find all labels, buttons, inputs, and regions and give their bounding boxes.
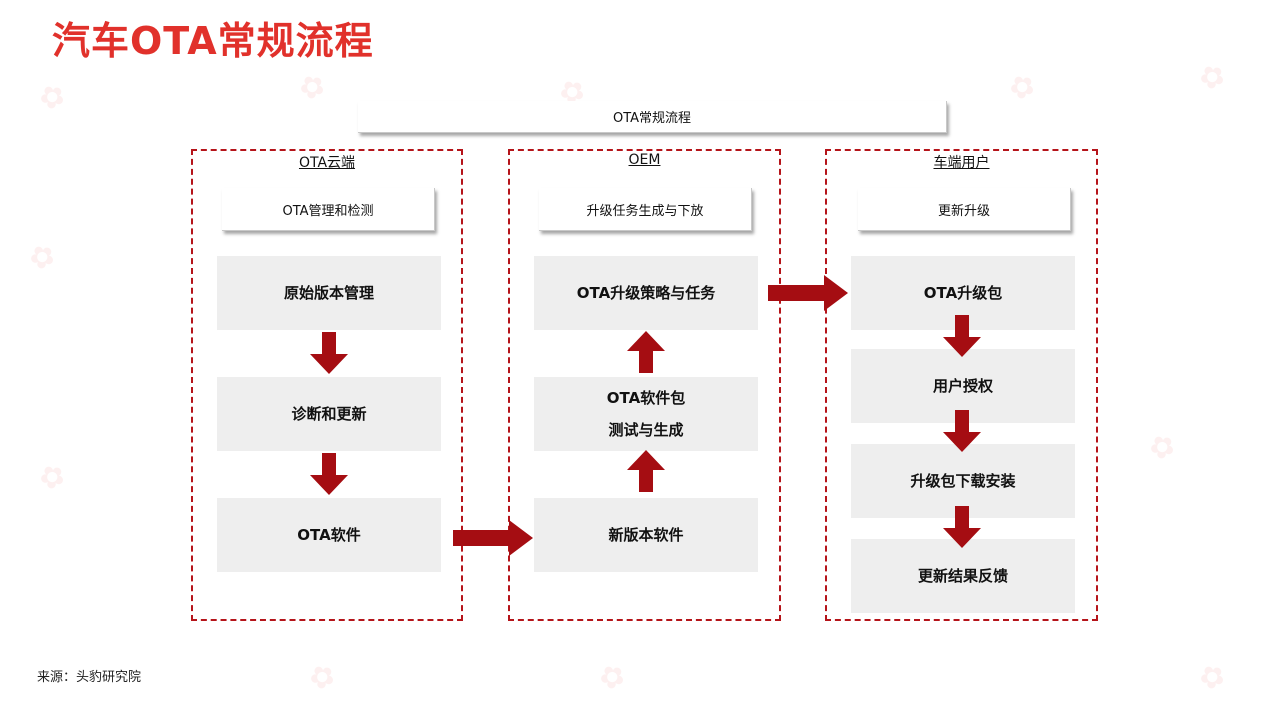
step-label: 诊断和更新 [291,405,367,423]
up-arrow-icon [627,450,665,492]
column-title: 车端用户 [933,155,990,171]
watermark-logo: ✿ [32,456,73,499]
step-label: 测试与生成 [608,421,684,439]
down-arrow-icon [310,332,348,374]
diagram-banner: OTA常规流程 [358,101,947,133]
column-title: OEM [628,152,661,168]
step-label: 升级包下载安装 [910,472,1016,490]
step-box: 新版本软件 [534,498,758,572]
down-arrow-icon [943,315,981,357]
watermark-logo: ✿ [292,66,333,109]
page-title: 汽车OTA常规流程 [52,19,374,63]
column-subhead: 更新升级 [858,188,1071,231]
watermark-logo: ✿ [1192,656,1233,699]
watermark-logo: ✿ [1192,56,1233,99]
right-arrow-icon [768,275,848,311]
step-label: OTA升级包 [923,284,1003,302]
watermark-logo: ✿ [1142,426,1183,469]
watermark-logo: ✿ [1002,66,1043,109]
step-label: OTA软件包 [606,389,686,407]
column-user: 车端用户 更新升级 OTA升级包 用户授权 升级包下载安装 更新结果反馈 [825,149,1098,621]
down-arrow-icon [943,506,981,548]
watermark-logo: ✿ [22,236,63,279]
step-label: OTA软件 [297,526,361,544]
step-box: 原始版本管理 [217,256,441,330]
right-arrow-icon [453,520,533,556]
source-note: 来源：头豹研究院 [37,670,142,685]
column-subhead: OTA管理和检测 [222,188,435,231]
step-box: OTA软件包 测试与生成 [534,377,758,451]
step-box: 升级包下载安装 [851,444,1075,518]
down-arrow-icon [943,410,981,452]
step-box: 更新结果反馈 [851,539,1075,613]
column-oem: OEM 升级任务生成与下放 OTA升级策略与任务 OTA软件包 测试与生成 新版… [508,149,781,621]
step-label: 原始版本管理 [283,284,374,302]
column-title: OTA云端 [298,155,356,171]
step-label: OTA升级策略与任务 [576,284,716,302]
column-subhead: 升级任务生成与下放 [539,188,752,231]
up-arrow-icon [627,331,665,373]
watermark-logo: ✿ [302,656,343,699]
watermark-logo: ✿ [32,76,73,119]
step-label: 新版本软件 [608,526,684,544]
down-arrow-icon [310,453,348,495]
watermark-logo: ✿ [592,656,633,699]
step-label: 用户授权 [932,377,993,395]
step-label: 更新结果反馈 [917,567,1008,585]
column-cloud: OTA云端 OTA管理和检测 原始版本管理 诊断和更新 OTA软件 [191,149,463,621]
step-box: OTA升级策略与任务 [534,256,758,330]
step-box: OTA软件 [217,498,441,572]
step-box: 诊断和更新 [217,377,441,451]
